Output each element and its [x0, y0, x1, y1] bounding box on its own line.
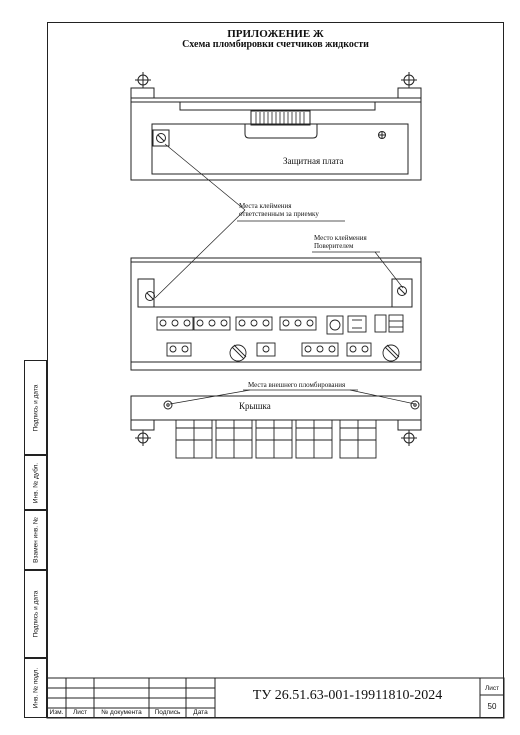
appendix-heading: ПРИЛОЖЕНИЕ Ж	[227, 28, 324, 40]
mounting-hole-icon	[401, 72, 417, 88]
seal-screw-icon	[397, 286, 407, 296]
col-change: Изм.	[49, 709, 64, 716]
col-date: Дата	[193, 709, 208, 716]
mounting-hole-icon	[401, 430, 417, 446]
stamp-signature-date-1: Подпись и дата	[24, 360, 47, 455]
seal-screw-icon	[145, 291, 155, 301]
screw-icon	[378, 131, 386, 139]
cable-gland-icon	[382, 344, 400, 362]
col-signature: Подпись	[154, 709, 181, 716]
verifier-mark-label-2: Поверителем	[314, 242, 354, 250]
button-icon	[329, 319, 341, 331]
col-doc-number: № документа	[101, 709, 142, 716]
terminal-block-row-bottom	[166, 342, 400, 362]
cable-glands	[175, 419, 377, 459]
top-housing	[130, 97, 422, 181]
plate-handle	[250, 110, 311, 126]
stamp-original-inv: Инв. № подл.	[24, 658, 47, 718]
acceptance-mark-label-2: ответственным за приемку	[239, 210, 319, 218]
cover-housing	[130, 395, 422, 421]
protective-plate-label: Защитная плата	[283, 156, 344, 166]
cable-gland-icon	[229, 344, 247, 362]
mounting-hole-icon	[135, 430, 151, 446]
stamp-replacement-inv: Взамен инв. №	[24, 510, 47, 570]
sheet-number: 50	[487, 702, 497, 711]
seal-point-icon	[163, 400, 173, 410]
board-housing	[130, 257, 422, 371]
terminal-block-row-top	[156, 314, 404, 335]
sheet-label: Лист	[484, 685, 500, 692]
mounting-hole-icon	[135, 72, 151, 88]
seal-point-icon	[410, 400, 420, 410]
cover-label: Крышка	[239, 401, 271, 411]
stamp-signature-date-2: Подпись и дата	[24, 570, 47, 658]
external-seal-label: Места внешнего пломбирования	[248, 381, 346, 389]
protective-plate	[151, 123, 409, 175]
verifier-mark-label-1: Место клеймения	[314, 234, 367, 242]
stamp-duplicate-inv: Инв. № дубл.	[24, 455, 47, 510]
drawing-title: Схема пломбировки счетчиков жидкости	[182, 39, 369, 50]
document-number: ТУ 26.51.63-001-19911810-2024	[252, 688, 443, 703]
col-sheet: Лист	[72, 709, 88, 716]
seal-screw-icon	[156, 133, 166, 143]
acceptance-mark-label-1: Места клеймения	[239, 202, 292, 210]
